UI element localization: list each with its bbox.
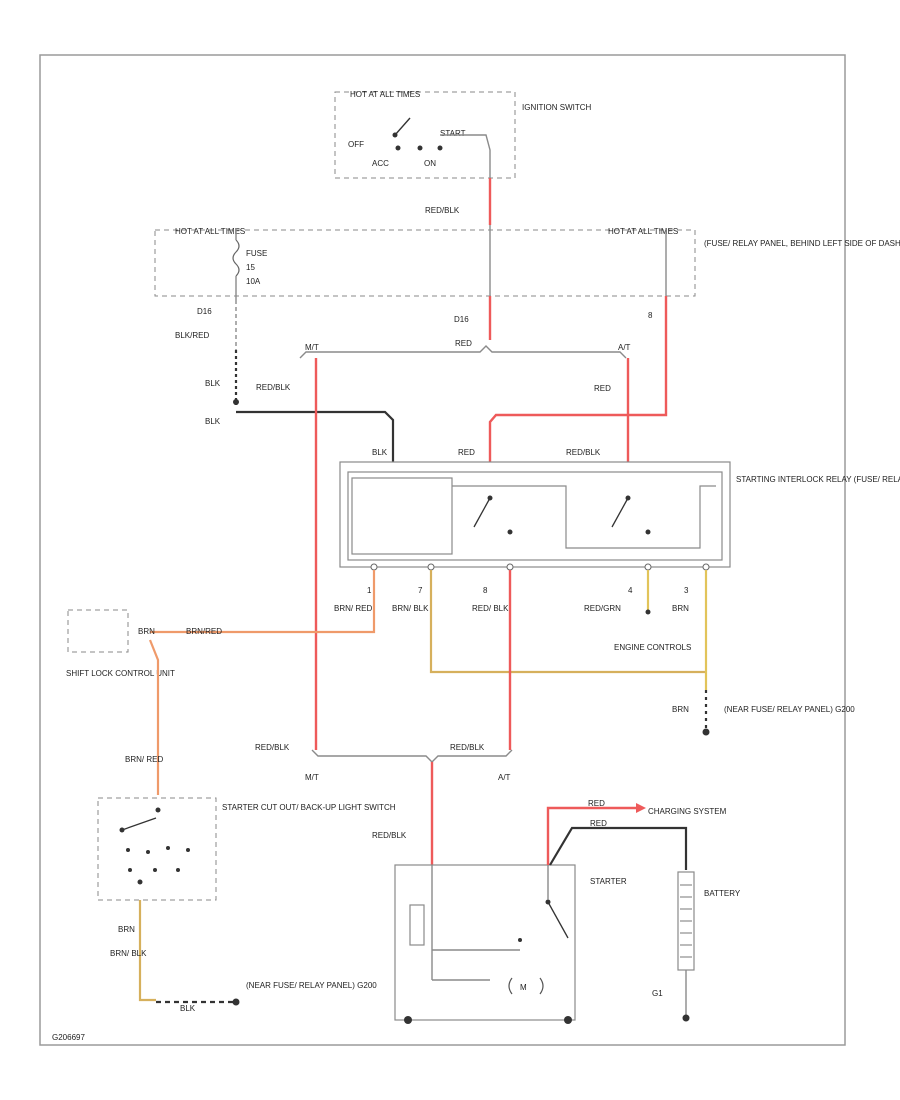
- wire-label-red-blk-5: RED/BLK: [372, 831, 407, 840]
- connector-d16-left-label: D16: [197, 307, 212, 316]
- wire-label-red-blk-3: RED/BLK: [566, 448, 601, 457]
- shift-lock-label: SHIFT LOCK CONTROL UNIT: [66, 669, 175, 678]
- starter-cutout-switch: STARTER CUT OUT/ BACK-UP LIGHT SWITCH: [97, 797, 396, 901]
- wire-label-blk-3: BLK: [372, 448, 388, 457]
- ign-on-label: ON: [424, 159, 436, 168]
- battery: BATTERY G1: [652, 871, 741, 1022]
- starter: STARTER M: [394, 864, 627, 1024]
- fuse-relay-panel-label: (FUSE/ RELAY PANEL, BEHIND LEFT SIDE OF …: [704, 239, 900, 248]
- relay-pin-8: 8: [483, 586, 488, 595]
- engine-controls-label: ENGINE CONTROLS: [614, 643, 691, 652]
- connector-d16-label: D16: [454, 315, 469, 324]
- wire-label-brn-short: BRN: [138, 627, 155, 636]
- motor-label: M: [520, 983, 527, 992]
- fuse-number-label: 15: [246, 263, 255, 272]
- bus-red-label: RED: [455, 339, 472, 348]
- hot-label-ignition: HOT AT ALL TIMES: [350, 90, 420, 99]
- diagram-frame: [39, 54, 846, 1046]
- starting-interlock-relay: STARTING INTERLOCK RELAY (FUSE/ RELAY PA…: [339, 448, 900, 568]
- wire-label-brn-blk-2: BRN/ BLK: [110, 949, 147, 958]
- bus-mt-bottom-label: M/T: [305, 773, 319, 782]
- wire-label-red-blk-at: RED/BLK: [450, 743, 485, 752]
- relay-pin-7: 7: [418, 586, 423, 595]
- wire-label-red-right: RED: [594, 384, 611, 393]
- bus-mt-label: M/T: [305, 343, 319, 352]
- ign-start-label: START: [440, 129, 466, 138]
- starter-label: STARTER: [590, 877, 627, 886]
- wire-label-blk-1: BLK: [205, 379, 221, 388]
- wire-label-red-blk-mt: RED/BLK: [255, 743, 290, 752]
- ign-off-label: OFF: [348, 140, 364, 149]
- wire-label-red-blk-4: RED/ BLK: [472, 604, 509, 613]
- wire-label-red-grn: RED/GRN: [584, 604, 621, 613]
- relay-pin-1: 1: [367, 586, 372, 595]
- relay-pin-3: 3: [684, 586, 689, 595]
- bus-at-label: A/T: [618, 343, 631, 352]
- wire-label-brn-red: BRN/ RED: [334, 604, 372, 613]
- battery-label: BATTERY: [704, 889, 741, 898]
- wire-label-blk-2: BLK: [205, 417, 221, 426]
- near-fuse-label-2: (NEAR FUSE/ RELAY PANEL) G200: [246, 981, 377, 990]
- ground-g1-label: G1: [652, 989, 663, 998]
- hot-label-fuse-right: HOT AT ALL TIMES: [608, 227, 678, 236]
- wire-label-brn-red-2: BRN/ RED: [125, 755, 163, 764]
- wire-label-brn-2: BRN: [672, 705, 689, 714]
- wire-label-red-blk-1: RED/BLK: [425, 206, 460, 215]
- starter-switch-label: STARTER CUT OUT/ BACK-UP LIGHT SWITCH: [222, 803, 396, 812]
- diagram-footer-id: G206697: [52, 1033, 85, 1042]
- wire-label-red-blk-2: RED/BLK: [256, 383, 291, 392]
- fuse-relay-panel: HOT AT ALL TIMES HOT AT ALL TIMES FUSE 1…: [154, 227, 900, 300]
- fuse-title-label: FUSE: [246, 249, 267, 258]
- wire-label-red-bat: RED: [590, 819, 607, 828]
- bus-at-bottom-label: A/T: [498, 773, 511, 782]
- wire-label-red-3: RED: [458, 448, 475, 457]
- wire-label-blk-4: BLK: [180, 1004, 196, 1013]
- ign-acc-label: ACC: [372, 159, 389, 168]
- wire-label-brn-org: BRN/RED: [186, 627, 222, 636]
- wire-label-red-chg: RED: [588, 799, 605, 808]
- wire-label-blk-red: BLK/RED: [175, 331, 209, 340]
- ignition-switch: HOT AT ALL TIMES IGNITION SWITCH OFF ACC…: [334, 90, 592, 179]
- shift-lock-control-unit: SHIFT LOCK CONTROL UNIT BRN BRN/RED: [66, 609, 222, 678]
- starter-switch-pin: BRN: [118, 925, 135, 934]
- wire-label-brn-blk: BRN/ BLK: [392, 604, 429, 613]
- fuse-amp-label: 10A: [246, 277, 261, 286]
- wire-label-brn-1: BRN: [672, 604, 689, 613]
- near-fuse-label-1: (NEAR FUSE/ RELAY PANEL) G200: [724, 705, 855, 714]
- relay-pin-4: 4: [628, 586, 633, 595]
- starting-interlock-label: STARTING INTERLOCK RELAY (FUSE/ RELAY PA…: [736, 475, 900, 484]
- ignition-switch-label: IGNITION SWITCH: [522, 103, 592, 112]
- charging-system-label: CHARGING SYSTEM: [648, 807, 727, 816]
- hot-label-fuse-left: HOT AT ALL TIMES: [175, 227, 245, 236]
- fuse-pin-label: 8: [648, 311, 653, 320]
